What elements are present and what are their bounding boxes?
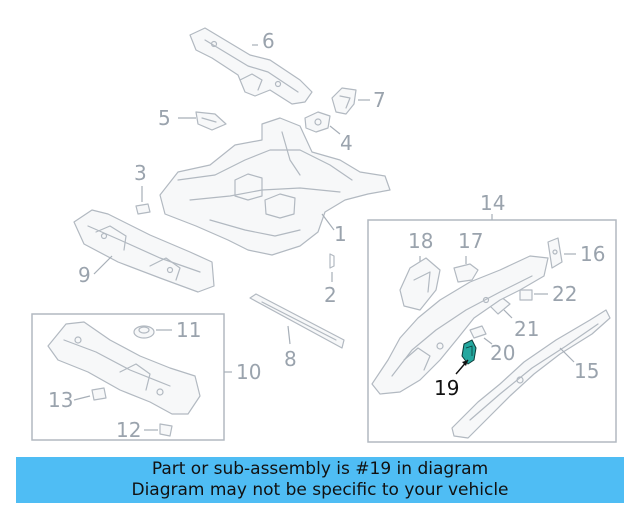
part-12-clip xyxy=(159,423,173,437)
part-2-stud xyxy=(329,253,335,269)
callout-15[interactable]: 15 xyxy=(574,359,599,383)
part-13-clip xyxy=(91,387,107,401)
part-18-panel xyxy=(399,257,441,311)
info-banner: Part or sub-assembly is #19 in diagram D… xyxy=(16,457,624,503)
callout-16[interactable]: 16 xyxy=(580,242,605,266)
callout-3[interactable]: 3 xyxy=(134,161,147,185)
leader-13 xyxy=(73,395,91,401)
callout-5[interactable]: 5 xyxy=(158,106,171,130)
leader-1 xyxy=(321,213,335,231)
part-8-sill-strip xyxy=(249,293,345,349)
callout-10[interactable]: 10 xyxy=(236,360,261,384)
leader-15 xyxy=(559,347,575,363)
callout-12[interactable]: 12 xyxy=(116,418,141,442)
leader-8 xyxy=(287,325,291,345)
part-9-rear-panel xyxy=(73,209,215,293)
callout-1[interactable]: 1 xyxy=(334,222,347,246)
part-20-clip xyxy=(469,325,487,339)
callout-19[interactable]: 19 xyxy=(434,376,459,400)
part-5-plate xyxy=(195,111,227,131)
callout-22[interactable]: 22 xyxy=(552,282,577,306)
parts-diagram: 6 7 4 5 1 3 2 xyxy=(31,27,617,443)
part-7-bracket xyxy=(331,87,357,115)
leader-21 xyxy=(503,309,513,319)
part-11-grommet xyxy=(133,325,155,339)
callout-20[interactable]: 20 xyxy=(490,341,515,365)
part-19-highlighted[interactable] xyxy=(461,339,477,365)
part-10-panel-assembly xyxy=(47,321,201,415)
callout-18[interactable]: 18 xyxy=(408,229,433,253)
part-1-floor-pan xyxy=(159,117,391,256)
callout-8[interactable]: 8 xyxy=(284,347,297,371)
leader-4 xyxy=(329,125,341,135)
banner-line-2: Diagram may not be specific to your vehi… xyxy=(131,480,509,500)
callout-13[interactable]: 13 xyxy=(48,388,73,412)
callout-4[interactable]: 4 xyxy=(340,131,353,155)
callout-2[interactable]: 2 xyxy=(324,283,337,307)
banner-line-1: Part or sub-assembly is #19 in diagram xyxy=(151,459,489,479)
callout-7[interactable]: 7 xyxy=(373,88,386,112)
group-box-10 xyxy=(31,313,225,441)
callout-6[interactable]: 6 xyxy=(262,29,275,53)
callout-11[interactable]: 11 xyxy=(176,318,201,342)
part-22-clip xyxy=(519,289,533,301)
leader-9 xyxy=(93,255,113,275)
leader-19-arrow xyxy=(462,360,468,366)
callout-14[interactable]: 14 xyxy=(480,191,505,215)
callout-9[interactable]: 9 xyxy=(78,263,91,287)
part-3-clip xyxy=(135,203,151,215)
part-4-bracket xyxy=(304,111,331,133)
callout-17[interactable]: 17 xyxy=(458,229,483,253)
part-16-bracket xyxy=(547,237,563,269)
callout-21[interactable]: 21 xyxy=(514,317,539,341)
part-17-bracket xyxy=(453,263,479,283)
leader-20 xyxy=(483,337,493,345)
part-6-cross-member xyxy=(189,27,313,105)
part-15-lower-rail xyxy=(451,309,611,439)
part-14-side-rail xyxy=(371,255,549,395)
